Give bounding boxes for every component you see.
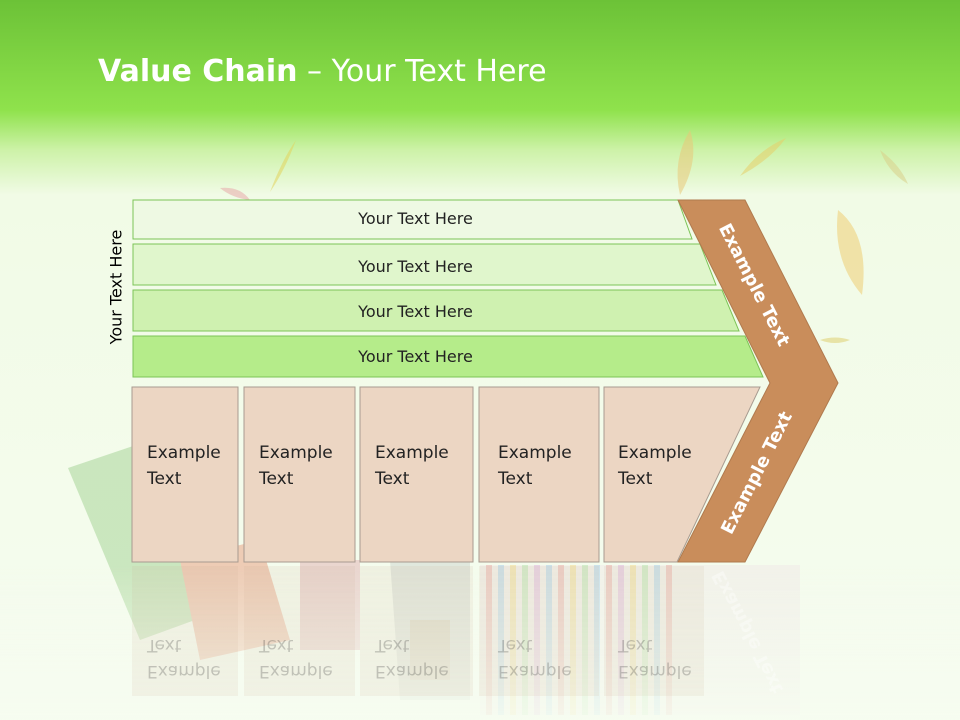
cell-text-reflection: Example Text [375, 632, 475, 684]
cell-line: Example [259, 443, 333, 463]
cell-box-2 [243, 386, 356, 563]
cell-text-reflection: Example Text [147, 632, 247, 684]
row-bar-4 [132, 335, 764, 378]
reflection [132, 566, 704, 696]
row-bar-2 [132, 243, 717, 286]
cell-box-5 [603, 386, 761, 563]
row-bar-3 [132, 289, 740, 332]
reflection-line: Example [498, 661, 572, 681]
reflection-line: Text [147, 635, 182, 655]
cell-line: Example [375, 443, 449, 463]
cell-line: Example [498, 443, 572, 463]
reflection-line: Example [375, 661, 449, 681]
cell-line: Example [147, 443, 221, 463]
reflection-line: Text [375, 635, 410, 655]
reflection-line: Example [618, 661, 692, 681]
side-label: Your Text Here [106, 229, 126, 345]
reflection-line: Text [498, 635, 533, 655]
row-text-1: Your Text Here [358, 209, 473, 228]
row-bar-1 [132, 199, 693, 240]
row-text-2: Your Text Here [358, 257, 473, 276]
cell-line: Text [618, 469, 653, 489]
cell-box-3 [359, 386, 474, 563]
cell-box-1 [131, 386, 239, 563]
cell-text-reflection: Example Text [618, 632, 718, 684]
cell-box-4 [478, 386, 600, 563]
reflection-line: Example [147, 661, 221, 681]
reflection-line: Text [259, 635, 294, 655]
cell-line: Example [618, 443, 692, 463]
cell-line: Text [498, 469, 533, 489]
leaf-decoration [220, 130, 908, 343]
slide-title: Value Chain – Your Text Here [98, 54, 547, 89]
cell-line: Text [259, 469, 294, 489]
reflection-line: Example [259, 661, 333, 681]
cell-text-reflection: Example Text [259, 632, 359, 684]
reflection-line: Text [618, 635, 653, 655]
chevron-arrow [677, 199, 839, 563]
cell-line: Text [375, 469, 410, 489]
cell-line: Text [147, 469, 182, 489]
title-dash: – [297, 54, 332, 89]
cell-text-reflection: Example Text [498, 632, 598, 684]
title-bold: Value Chain [98, 54, 298, 89]
row-text-4: Your Text Here [358, 347, 473, 366]
title-rest: Your Text Here [331, 54, 547, 89]
row-text-3: Your Text Here [358, 302, 473, 321]
